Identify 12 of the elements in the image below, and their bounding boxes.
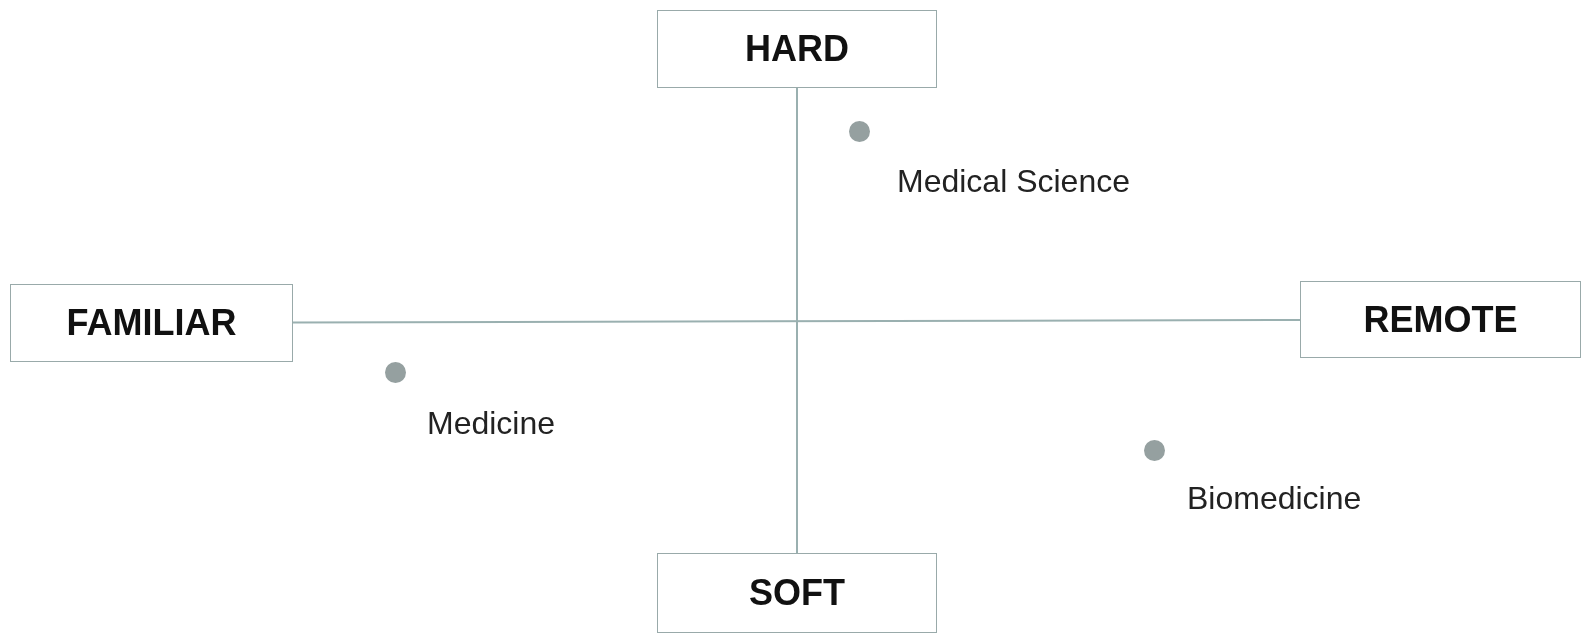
point-dot xyxy=(849,121,870,142)
axis-line xyxy=(796,87,798,554)
point-dot xyxy=(1144,440,1165,461)
point-label: Medical Science xyxy=(897,163,1130,200)
pole-label-box: SOFT xyxy=(657,553,937,633)
axis-line xyxy=(292,318,1301,324)
point-label: Medicine xyxy=(427,405,556,442)
pole-label-box: HARD xyxy=(657,10,937,88)
pole-label-box: FAMILIAR xyxy=(10,284,293,362)
pole-label-box: REMOTE xyxy=(1300,281,1581,358)
point-dot xyxy=(385,362,406,383)
point-label: Biomedicine xyxy=(1187,480,1362,517)
